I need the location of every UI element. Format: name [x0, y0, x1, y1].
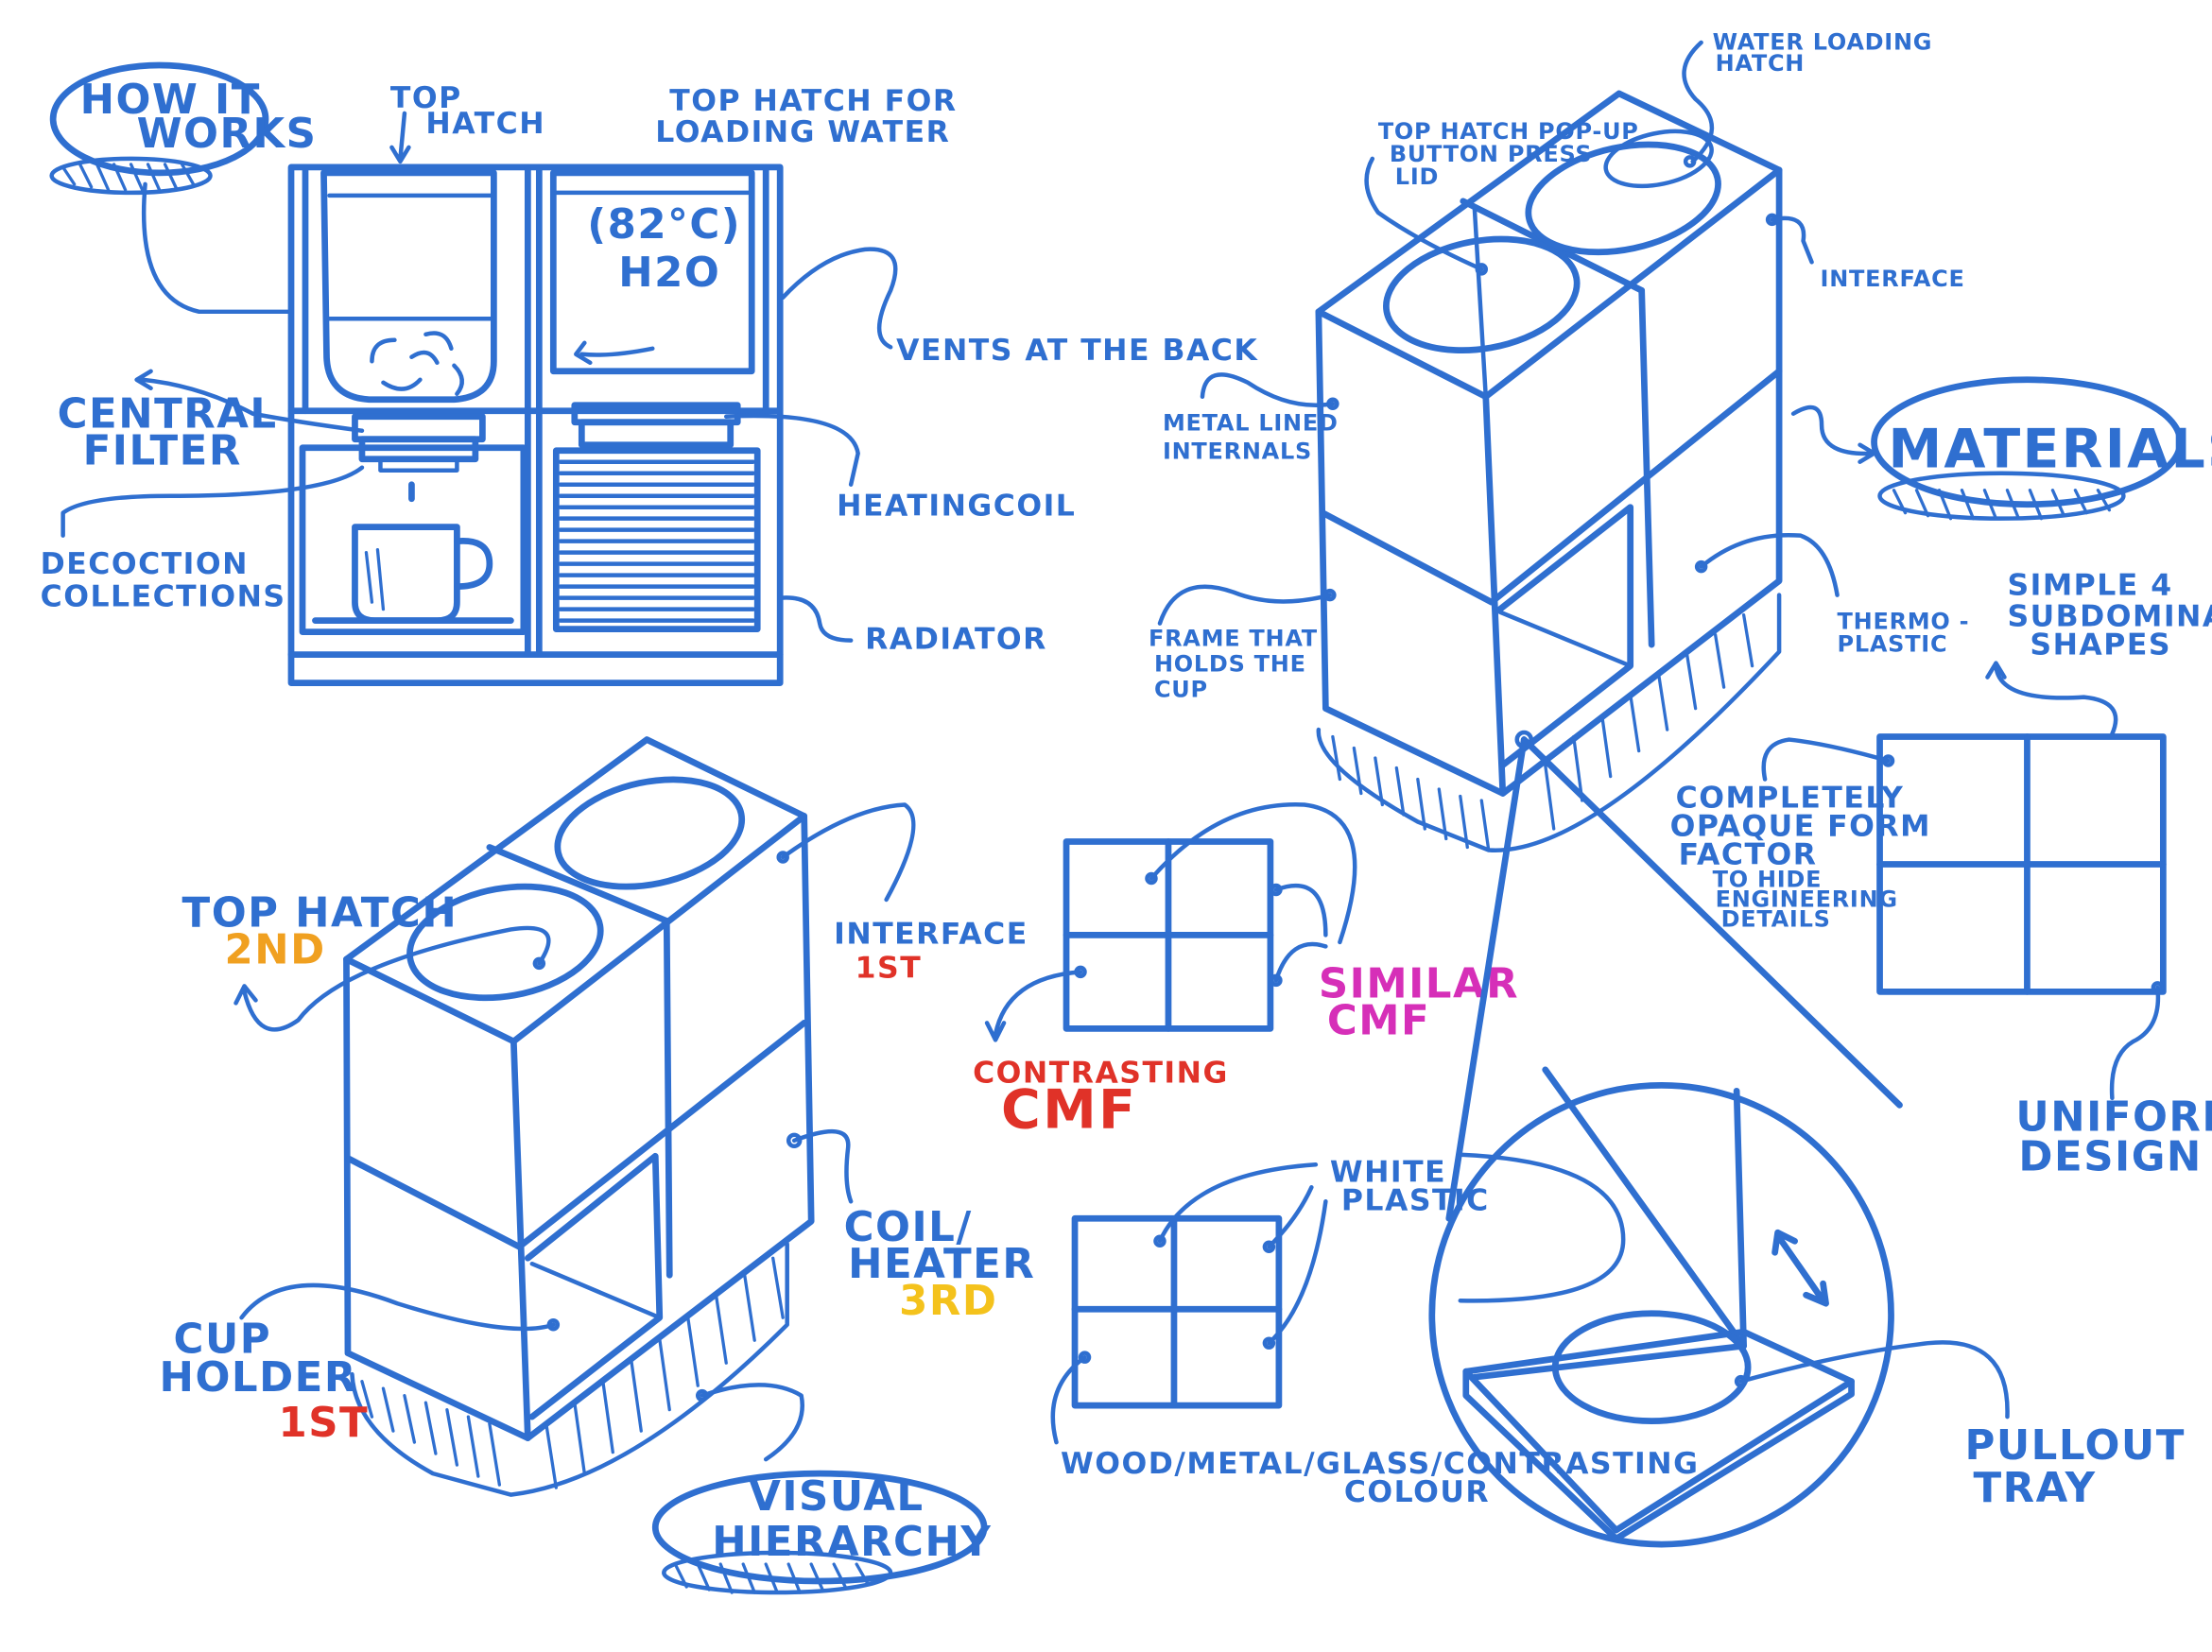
- visual-hierarchy-badge: [651, 1470, 988, 1585]
- h2o-label: H2O: [618, 250, 720, 297]
- visual-hierarchy-label: VISUAL: [749, 1473, 924, 1521]
- hide-details-label: TO HIDE: [1713, 866, 1823, 892]
- coil-heater-label: COIL/: [844, 1204, 973, 1251]
- interface-top-label: INTERFACE: [1821, 266, 1965, 292]
- decoction-label-2: COLLECTIONS: [41, 580, 286, 614]
- rank-2nd-label: 2ND: [225, 926, 326, 973]
- contrasting-label: CONTRASTING: [973, 1056, 1229, 1090]
- rank-1st-a-label: 1ST: [855, 951, 923, 985]
- how-it-works-badge: [49, 61, 269, 177]
- top-hatch-lid: [1383, 235, 1581, 354]
- rank-1st-b-label: 1ST: [279, 1400, 370, 1447]
- top-hatch-label: TOP: [390, 81, 462, 115]
- pullout-tray-detail: PULLOUT TRAY: [1428, 730, 2185, 1548]
- frame-cup-label: FRAME THAT: [1149, 626, 1318, 652]
- central-filter-label: CENTRAL: [58, 391, 278, 439]
- section-view-diagram: HOW IT WORKS (82°C) H2O: [41, 61, 1258, 686]
- central-filter: [352, 413, 486, 443]
- materials-label: MATERIALS: [1889, 419, 2212, 481]
- isometric-view-top: WATER LOADING HATCH TOP HATCH POP-UP BUT…: [1149, 28, 2212, 852]
- frame-cup-label-2: HOLDS THE: [1154, 651, 1306, 678]
- hide-details-label-2: ENGINEERING: [1716, 886, 1898, 912]
- completely-opaque-label-2: OPAQUE FORM: [1670, 809, 1931, 843]
- pullout-tray-label-2: TRAY: [1973, 1465, 2096, 1512]
- detail-magnifier-circle: [1428, 1081, 1894, 1548]
- completely-opaque-label: COMPLETELY: [1676, 782, 1905, 816]
- simple-shapes-label-3: SHAPES: [2030, 628, 2171, 663]
- simple-shapes-label-2: SUBDOMINAT: [2007, 600, 2212, 634]
- how-it-works-badge-shadow: [49, 156, 213, 196]
- hide-details-label-3: DETAILS: [1721, 905, 1831, 932]
- how-it-works-label-2: WORKS: [137, 111, 318, 158]
- uniform-design-label-2: DESIGN: [2018, 1133, 2202, 1180]
- water-tank: [549, 169, 755, 375]
- bottom-top-hatch-lid: [406, 883, 604, 1002]
- cup-holder-label-2: HOLDER: [160, 1354, 357, 1402]
- frame-cup-label-3: CUP: [1154, 677, 1208, 703]
- simple-shapes-label: SIMPLE 4: [2007, 569, 2172, 603]
- white-plastic-label: WHITE: [1330, 1155, 1446, 1189]
- top-hatch-popup-label-2: BUTTON PRESS: [1390, 141, 1593, 167]
- top-hatch-water-label-2: LOADING WATER: [655, 115, 950, 149]
- bottom-water-hatch-lid: [554, 776, 746, 890]
- vents-label: VENTS AT THE BACK: [896, 334, 1258, 368]
- top-hatch-popup-label: TOP HATCH POP-UP: [1378, 118, 1639, 145]
- radiator: [552, 447, 761, 632]
- water-hatch-lid: [1525, 141, 1721, 256]
- central-filter-label-2: FILTER: [83, 428, 242, 475]
- swirl-arrows: [370, 331, 464, 397]
- water-loading-hatch-label-2: HATCH: [1716, 50, 1806, 77]
- water-loading-hatch-label: WATER LOADING: [1713, 28, 1933, 55]
- top-hatch-2nd-label: TOP HATCH: [182, 889, 458, 937]
- radiator-fins: [558, 459, 755, 623]
- metal-lined-label: METAL LINED: [1163, 410, 1339, 437]
- machine-body-top-right: [1315, 90, 1783, 797]
- thermo-label-2: PLASTIC: [1838, 631, 1948, 658]
- how-it-works-label: HOW IT: [80, 77, 261, 124]
- base-hatch-bottom: [360, 1256, 785, 1489]
- wood-metal-label: WOOD/METAL/GLASS/CONTRASTING: [1061, 1447, 1699, 1481]
- visual-hierarchy-label-2: HIERARCHY: [712, 1519, 992, 1566]
- coil-heater-label-2: HEATER: [848, 1241, 1035, 1288]
- materials-badge: [1871, 376, 2184, 508]
- machine-body-bottom-left: [343, 736, 815, 1442]
- completely-opaque-label-3: FACTOR: [1679, 837, 1818, 871]
- heating-coil-label: HEATINGCOIL: [837, 490, 1076, 524]
- top-hatch-water-label: TOP HATCH FOR: [669, 84, 957, 118]
- isometric-view-bottom: TOP HATCH 2ND INTERFACE 1ST COIL/ HEATER…: [160, 736, 1035, 1595]
- rank-3rd-label: 3RD: [899, 1278, 997, 1325]
- machine-front-frame: [287, 163, 784, 686]
- radiator-label: RADIATOR: [865, 623, 1047, 657]
- thermo-label: THERMO -: [1838, 609, 1970, 635]
- metal-lined-label-2: INTERNALS: [1163, 439, 1312, 465]
- cmf-grid-diagram: SIMILAR CMF CONTRASTING CMF WHITE PLASTI…: [973, 802, 1699, 1509]
- decoction-label: DECOCTION: [41, 547, 249, 581]
- base-hatch-top: [1331, 612, 1754, 852]
- cup-holder-label: CUP: [174, 1316, 272, 1364]
- wood-metal-label-2: COLOUR: [1344, 1475, 1490, 1509]
- four-shapes-diagram: SIMPLE 4 SUBDOMINAT SHAPES COMPLETELY OP…: [1670, 569, 2212, 1181]
- similar-cmf-label-2: CMF: [1327, 997, 1430, 1044]
- coffee-tank: [320, 169, 497, 404]
- interface-1st-label: INTERFACE: [834, 917, 1028, 951]
- uniform-design-label: UNIFORM: [2015, 1093, 2212, 1141]
- pullout-tray-label: PULLOUT: [1964, 1422, 2185, 1470]
- top-hatch-popup-label-3: LID: [1395, 163, 1439, 190]
- cmf-label: CMF: [1001, 1078, 1137, 1141]
- materials-badge-shadow: [1877, 471, 2126, 521]
- temperature-label: (82°C): [587, 201, 741, 249]
- top-hatch-label-2: HATCH: [425, 107, 545, 141]
